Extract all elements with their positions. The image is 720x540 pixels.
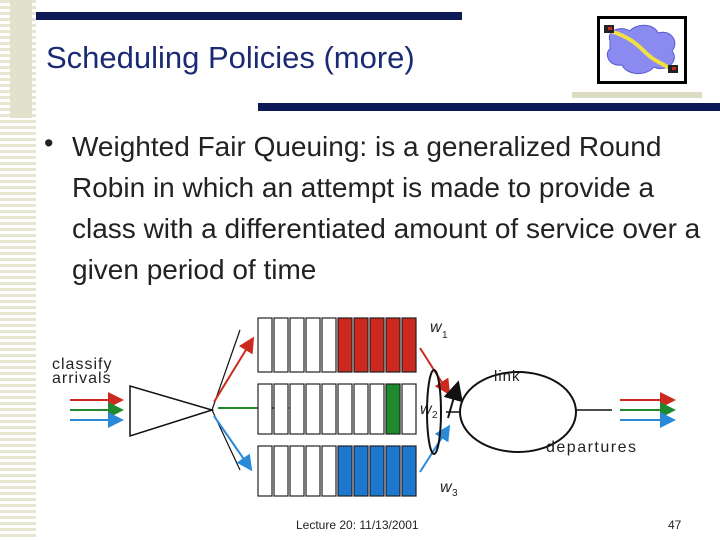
classify-label: classify [52,356,112,373]
queue-2 [257,383,417,435]
footer-lecture: Lecture 20: 11/13/2001 [296,518,419,532]
selector-arrow [443,380,463,419]
bullet-text: Weighted Fair Queuing: is a generalized … [72,131,701,285]
weight-label-3: w [440,479,453,496]
left-decorative-block [10,0,32,118]
title-rule-top [36,12,462,20]
classify-arrow-red [213,336,255,403]
queue-3 [257,445,417,497]
bullet-marker: • [44,128,54,158]
queue-out-arrow-blue [419,424,451,473]
link-label: link [494,368,521,385]
title-rule-bottom [258,103,720,111]
arrivals-label: arrivals [52,370,112,387]
footer-page-number: 47 [668,518,682,532]
round-robin-selector [426,369,442,455]
queue-1 [257,317,417,373]
classify-arrow-blue [213,415,253,472]
weight-subscript-2: 2 [432,410,438,421]
cloud-icon [604,24,678,74]
title-rule-accent [572,92,702,98]
network-cloud-logo [597,16,687,84]
classifier-triangle [129,384,215,438]
weight-subscript-1: 1 [442,330,448,341]
departures-label: departures [546,439,638,456]
weight-label-1: w [430,319,443,336]
slide-title: Scheduling Policies (more) [46,40,415,75]
weight-subscript-3: 3 [452,488,458,499]
